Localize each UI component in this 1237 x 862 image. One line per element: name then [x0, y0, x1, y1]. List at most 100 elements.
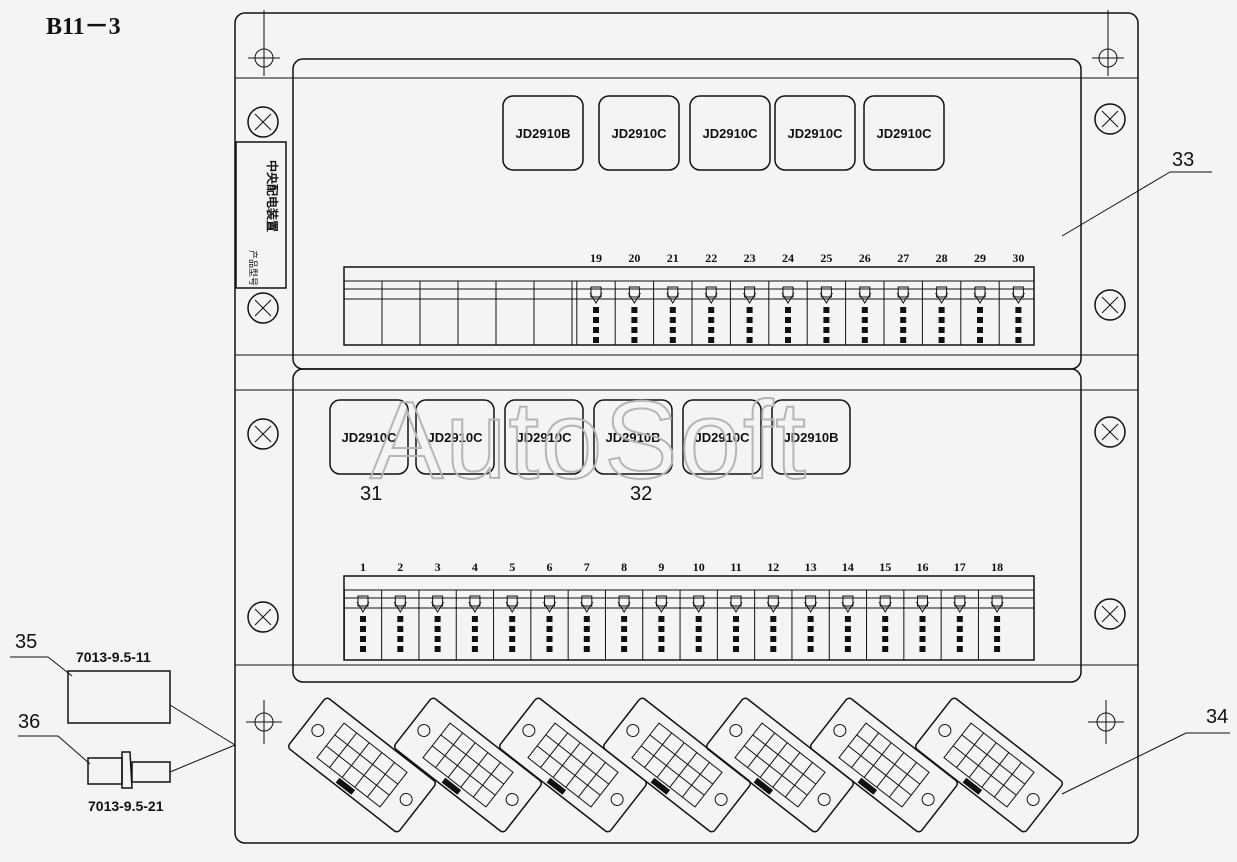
- fuse-number: 6: [547, 560, 553, 574]
- fuse-slot: 20: [614, 251, 641, 345]
- screw-icon: [1094, 416, 1126, 448]
- callout-34: 34: [1206, 706, 1228, 728]
- fuse-number: 5: [509, 560, 515, 574]
- part-35-relay-socket: [10, 656, 236, 746]
- fuse-number: 27: [897, 251, 909, 265]
- fuse-number: 11: [730, 560, 741, 574]
- callout-32: 32: [630, 483, 652, 505]
- harness-connector: [603, 697, 751, 833]
- fuse-slot: 23: [729, 251, 757, 345]
- relay: JD2910C: [415, 399, 495, 475]
- relay: JD2910C: [774, 95, 856, 171]
- relay-label: JD2910C: [877, 126, 933, 141]
- harness-connector: [394, 697, 542, 833]
- fuse-number: 22: [705, 251, 717, 265]
- fuse-number: 28: [936, 251, 948, 265]
- fuse-slot: 22: [691, 251, 718, 345]
- relay: JD2910C: [504, 399, 584, 475]
- fuse-slot: 15: [866, 560, 892, 660]
- fuse-slot: 16: [903, 560, 929, 660]
- fuse-slot: 8: [604, 560, 631, 660]
- screw-icon: [247, 418, 279, 450]
- relay-label: JD2910C: [788, 126, 844, 141]
- relay-label: JD2910C: [612, 126, 668, 141]
- relay: JD2910B: [502, 95, 584, 171]
- fuse-number: 18: [991, 560, 1003, 574]
- fuse-slot: 27: [883, 251, 910, 345]
- harness-connector: [288, 697, 436, 833]
- side-label-small: 产品型号: [247, 250, 259, 286]
- fuse-number: 21: [667, 251, 679, 265]
- fuse-number: 29: [974, 251, 986, 265]
- fuse-slot: 11: [716, 560, 743, 660]
- fuse-block-frame: [343, 575, 1035, 661]
- upper-relay-row: JD2910B JD2910C JD2910C JD2910C JD2910C: [502, 95, 945, 171]
- fuse-slot: 1: [343, 560, 370, 660]
- fuse-slot: 4: [455, 560, 482, 660]
- connector-row: [288, 697, 1063, 833]
- fuse-number: 1: [360, 560, 366, 574]
- fuse-number: 17: [954, 560, 966, 574]
- relay: JD2910C: [598, 95, 680, 171]
- relay-label: JD2910B: [516, 126, 571, 141]
- fuse-number: 10: [693, 560, 705, 574]
- fuse-slot: 13: [791, 560, 818, 660]
- callout-36: 36: [18, 711, 40, 733]
- relay: JD2910C: [682, 399, 762, 475]
- harness-connector: [915, 697, 1063, 833]
- relay-label: JD2910C: [342, 430, 398, 445]
- side-label-plate: 中央配电装置 产品型号: [235, 141, 287, 289]
- fuse-slot: 18: [977, 560, 1004, 660]
- fuse-slot: 30: [998, 251, 1025, 345]
- fuse-number: 23: [744, 251, 756, 265]
- part-36-connector-terminal: [18, 735, 236, 789]
- fuse-slot: 29: [960, 251, 987, 345]
- relay-label: JD2910C: [428, 430, 484, 445]
- fuse-number: 7: [584, 560, 590, 574]
- mounting-hole-top-left: [248, 10, 280, 76]
- relay-label: JD2910C: [695, 430, 751, 445]
- fuse-number: 30: [1012, 251, 1024, 265]
- callout-35: 35: [15, 631, 37, 653]
- fuse-number: 2: [397, 560, 403, 574]
- fuse-number: 14: [842, 560, 854, 574]
- screw-icon: [1094, 289, 1126, 321]
- fuse-slot: 25: [806, 251, 833, 345]
- part-number-35: 7013-9.5-11: [76, 649, 151, 665]
- fuse-number: 3: [435, 560, 441, 574]
- harness-connector: [810, 697, 958, 833]
- fuse-number: 25: [820, 251, 832, 265]
- relay-label: JD2910B: [606, 430, 661, 445]
- fuse-slot: 7: [567, 560, 594, 660]
- fuse-number: 12: [767, 560, 779, 574]
- fuse-slot: 26: [845, 251, 872, 345]
- relay-label: JD2910C: [517, 430, 573, 445]
- fuse-number: 9: [658, 560, 664, 574]
- fuse-slot: 21: [653, 251, 680, 345]
- relay: JD2910C: [863, 95, 945, 171]
- mounting-hole-top-right: [1092, 10, 1124, 76]
- callout-33: 33: [1172, 149, 1194, 171]
- drawing-title: B11－3: [46, 14, 121, 40]
- fuse-slot: 28: [921, 251, 949, 345]
- relay: JD2910C: [689, 95, 771, 171]
- outer-enclosure: [234, 12, 1139, 844]
- fuse-slot: 6: [530, 560, 556, 660]
- callout-31: 31: [360, 483, 382, 505]
- relay-label: JD2910C: [703, 126, 759, 141]
- callout-34-leader: [1061, 732, 1230, 795]
- fuse-slot: 2: [381, 560, 407, 660]
- part-number-36: 7013-9.5-21: [88, 798, 164, 814]
- screw-icon: [1094, 103, 1126, 135]
- harness-connector: [499, 697, 647, 833]
- relay-label: JD2910B: [784, 430, 839, 445]
- fuse-number: 15: [879, 560, 891, 574]
- relay: JD2910B: [771, 399, 851, 475]
- fuse-slot: 3: [418, 560, 445, 660]
- screw-icon: [1094, 598, 1126, 630]
- harness-connector: [706, 697, 854, 833]
- fuse-block-frame: [343, 266, 1035, 346]
- callout-33-leader: [1061, 171, 1212, 237]
